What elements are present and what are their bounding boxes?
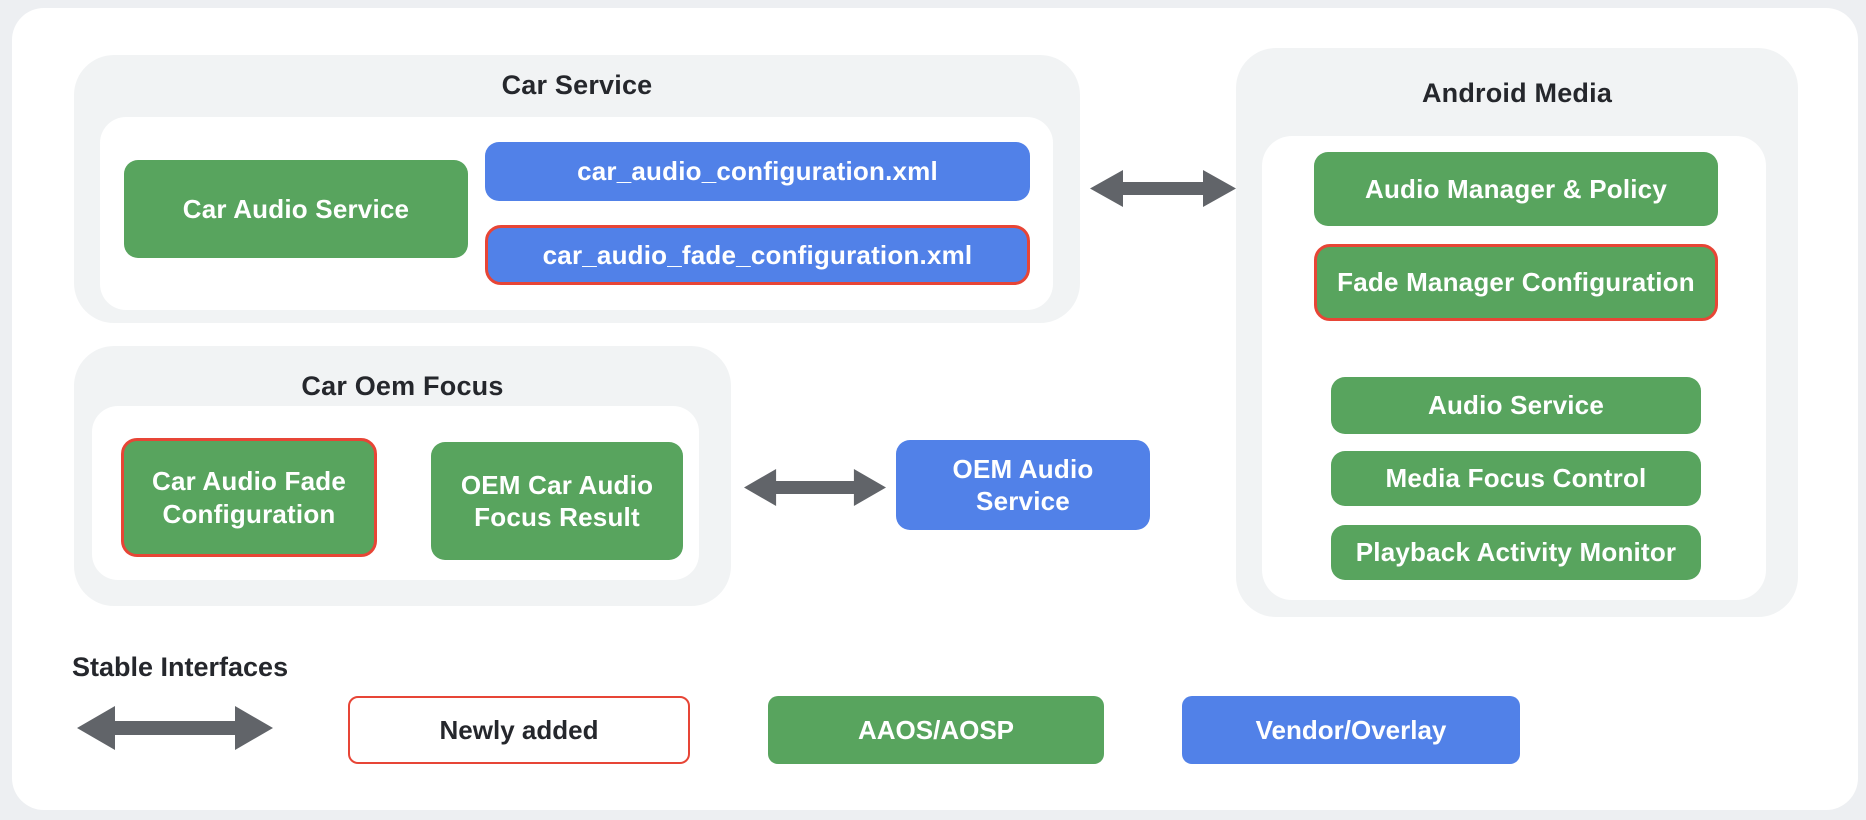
car-audio-fade-configuration-xml-box: car_audio_fade_configuration.xml	[485, 225, 1030, 285]
legend-newly-added: Newly added	[348, 696, 690, 764]
legend-vendor-overlay: Vendor/Overlay	[1182, 696, 1520, 764]
car-oem-focus-title: Car Oem Focus	[301, 371, 504, 401]
car-audio-fade-configuration-box: Car Audio Fade Configuration	[121, 438, 377, 557]
stable-interfaces-label: Stable Interfaces	[72, 652, 289, 682]
car-audio-configuration-xml-box: car_audio_configuration.xml	[485, 142, 1030, 201]
stable-interfaces-arrow-icon	[77, 706, 273, 750]
fade-manager-configuration-box: Fade Manager Configuration	[1314, 244, 1718, 321]
legend-aaos-aosp: AAOS/AOSP	[768, 696, 1104, 764]
oem-car-audio-focus-result-box: OEM Car Audio Focus Result	[431, 442, 683, 560]
android-media-title: Android Media	[1421, 78, 1613, 108]
bidirectional-arrow-icon	[1090, 170, 1236, 207]
car-audio-service-box: Car Audio Service	[124, 160, 468, 258]
audio-service-box: Audio Service	[1331, 377, 1701, 434]
oem-audio-service-box: OEM Audio Service	[896, 440, 1150, 530]
media-focus-control-box: Media Focus Control	[1331, 451, 1701, 506]
car-service-title: Car Service	[501, 70, 653, 100]
playback-activity-monitor-box: Playback Activity Monitor	[1331, 525, 1701, 580]
audio-manager-policy-box: Audio Manager & Policy	[1314, 152, 1718, 226]
bidirectional-arrow-icon	[744, 469, 886, 506]
